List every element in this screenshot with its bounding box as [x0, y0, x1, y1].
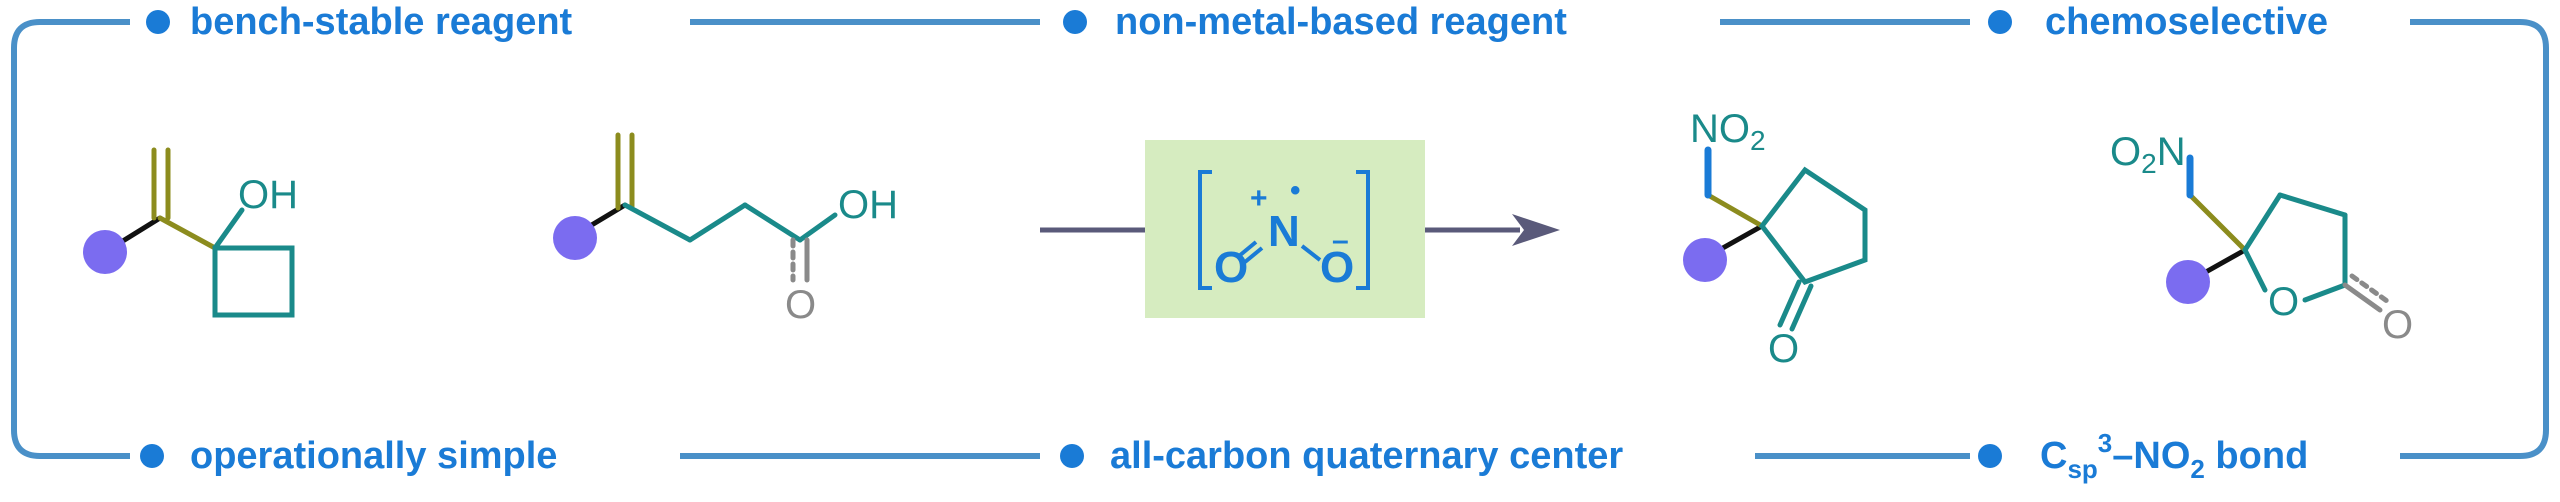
frame [11, 19, 2549, 459]
bullet-icon [1988, 10, 2012, 34]
feature-label: all-carbon quaternary center [1110, 435, 1623, 477]
molecule-nitro-lactone: O2N O O [2110, 130, 2413, 347]
feature-bottom-right: Csp3–NO2 bond [1978, 428, 2308, 484]
radical-dot-label: • [1290, 174, 1301, 207]
hydroxyl-label: OH [238, 173, 298, 217]
feature-label: Csp3–NO2 bond [2040, 428, 2308, 484]
feature-label: non-metal-based reagent [1115, 1, 1567, 43]
molecule-cyclobutanol: OH [83, 147, 298, 318]
positive-charge-label: + [1250, 182, 1268, 215]
o2n-label: O2N [2110, 130, 2186, 179]
nitrogen-label: N [1268, 207, 1300, 256]
molecule-nitro-cyclopentanone: NO2 O [1683, 107, 1868, 371]
substituent-circle [1683, 238, 1727, 282]
feature-top-center: non-metal-based reagent [1063, 1, 1567, 43]
negative-charge-label: – [1332, 224, 1349, 257]
ketone-oxygen-label: O [1768, 327, 1799, 371]
substituent-circle [83, 230, 127, 274]
reaction-arrow [1040, 214, 1560, 246]
bullet-icon [146, 10, 170, 34]
bullet-icon [1060, 444, 1084, 468]
feature-top-left: bench-stable reagent [146, 1, 573, 43]
ring-oxygen-label: O [2268, 280, 2299, 324]
bullet-icon [1063, 10, 1087, 34]
reagent-box: N O O + • – [1145, 140, 1425, 318]
substituent-circle [553, 216, 597, 260]
nitro-label: NO2 [1690, 107, 1766, 156]
feature-label: chemoselective [2045, 1, 2328, 43]
acid-hydroxyl-label: OH [838, 183, 898, 227]
oxygen-left-label: O [1214, 243, 1248, 292]
feature-top-right: chemoselective [1988, 1, 2328, 43]
substituent-circle [2166, 260, 2210, 304]
bullet-icon [1978, 444, 2002, 468]
feature-label: operationally simple [190, 435, 557, 477]
feature-bottom-center: all-carbon quaternary center [1060, 435, 1623, 477]
lactone-carbonyl-oxygen-label: O [2382, 303, 2413, 347]
oxygen-right-label: O [1320, 243, 1354, 292]
bullet-icon [140, 444, 164, 468]
molecule-pentenoic-acid: OH O [553, 132, 898, 327]
carbonyl-oxygen-label: O [785, 283, 816, 327]
feature-label: bench-stable reagent [190, 1, 573, 43]
feature-bottom-left: operationally simple [140, 435, 557, 477]
